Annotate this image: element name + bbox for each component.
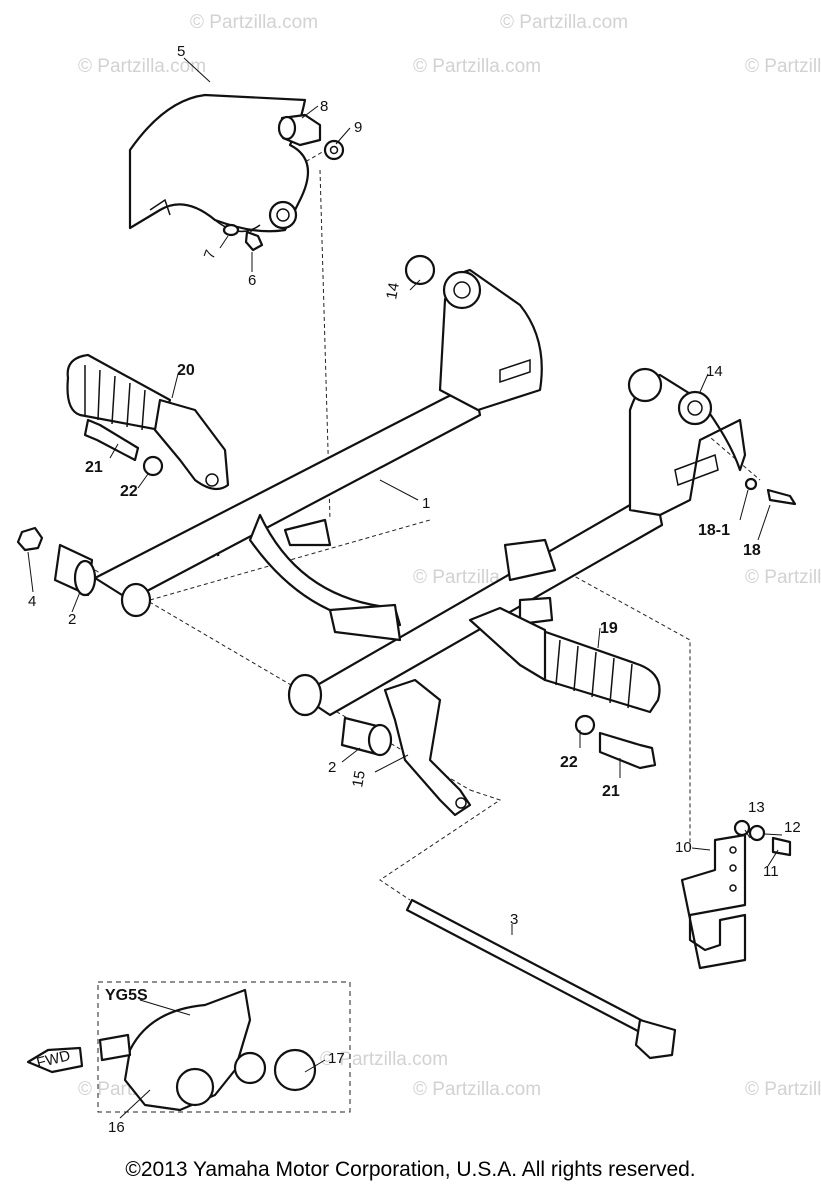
callout-8: 8 bbox=[320, 98, 328, 115]
bracket-part-10 bbox=[680, 833, 747, 970]
callout-15: 15 bbox=[349, 769, 369, 788]
watermark: © Partzilla.com bbox=[413, 56, 541, 77]
bolt-part-8 bbox=[277, 113, 322, 147]
bushing-part-14-b bbox=[627, 367, 713, 426]
bushing-part-14-a bbox=[404, 254, 482, 310]
callout-1: 1 bbox=[422, 495, 430, 512]
callout-19: 19 bbox=[600, 620, 618, 637]
callout-13: 13 bbox=[748, 799, 765, 816]
forward-arrow-icon: FWD bbox=[26, 1046, 84, 1074]
callout-14-b: 14 bbox=[706, 363, 723, 380]
callout-9: 9 bbox=[354, 119, 362, 136]
callout-6: 6 bbox=[248, 272, 256, 289]
callout-11: 11 bbox=[763, 863, 779, 880]
inset-yg5s bbox=[97, 981, 351, 1113]
watermark: © Partzilla.com bbox=[190, 12, 318, 33]
copyright-notice: ©2013 Yamaha Motor Corporation, U.S.A. A… bbox=[125, 1158, 696, 1181]
callout-3: 3 bbox=[510, 911, 518, 928]
watermark: © Partzilla.com bbox=[745, 56, 821, 77]
callout-10: 10 bbox=[675, 839, 692, 856]
callout-7: 7 bbox=[201, 248, 220, 262]
screw-part-18 bbox=[766, 488, 797, 506]
watermark: © Partzilla.com bbox=[320, 1049, 448, 1070]
model-label: YG5S bbox=[105, 987, 148, 1004]
footrest-frame-part-1 bbox=[93, 268, 747, 717]
watermark: © Partzilla.com bbox=[500, 12, 628, 33]
bracket-part-15 bbox=[383, 678, 472, 817]
bolt-part-21-a bbox=[83, 418, 140, 462]
callout-20: 20 bbox=[177, 362, 195, 379]
washer-part-12 bbox=[748, 824, 766, 842]
leader-lines bbox=[27, 57, 783, 1119]
nut-part-4 bbox=[16, 526, 44, 552]
washer-part-22-a bbox=[142, 455, 164, 477]
bushing-part-2-b bbox=[287, 673, 393, 757]
washer-part-22-b bbox=[574, 714, 596, 736]
bolt-part-21-b bbox=[598, 731, 657, 770]
footpeg-part-20 bbox=[66, 353, 230, 491]
washer-part-18-1 bbox=[744, 477, 758, 491]
shaft-part-3 bbox=[405, 898, 677, 1060]
watermark: © Partzilla.com bbox=[413, 1079, 541, 1100]
watermark: © Partzilla.com bbox=[745, 1079, 821, 1100]
washer-part-7 bbox=[222, 223, 240, 237]
callout-17: 17 bbox=[328, 1050, 345, 1067]
callout-12: 12 bbox=[784, 819, 801, 836]
callout-18: 18 bbox=[743, 542, 761, 559]
watermarks: © Partzilla.com © Partzilla.com © Partzi… bbox=[78, 12, 821, 1100]
cover-part-5 bbox=[128, 93, 310, 233]
callout-22-b: 22 bbox=[560, 754, 578, 771]
callout-4: 4 bbox=[28, 593, 36, 610]
callout-22-a: 22 bbox=[120, 483, 138, 500]
footpeg-part-19 bbox=[468, 606, 661, 714]
watermark: © Partzilla.com bbox=[745, 567, 821, 588]
callout-2-a: 2 bbox=[68, 611, 76, 628]
callout-21-b: 21 bbox=[602, 783, 620, 800]
callout-5: 5 bbox=[177, 43, 185, 60]
callout-21-a: 21 bbox=[85, 459, 103, 476]
bushing-part-2-a bbox=[53, 543, 152, 618]
washer-part-9 bbox=[323, 139, 345, 161]
bolt-part-11 bbox=[771, 836, 792, 857]
screw-part-6 bbox=[244, 230, 264, 252]
watermark: © Partzilla.com bbox=[78, 56, 206, 77]
callout-labels: 1 2 2 3 4 5 6 7 8 9 10 11 12 13 14 14 15… bbox=[28, 43, 801, 1136]
callout-18-1: 18-1 bbox=[698, 522, 730, 539]
callout-16: 16 bbox=[108, 1119, 125, 1136]
callout-2-b: 2 bbox=[328, 759, 336, 776]
callout-14-a: 14 bbox=[383, 281, 403, 300]
